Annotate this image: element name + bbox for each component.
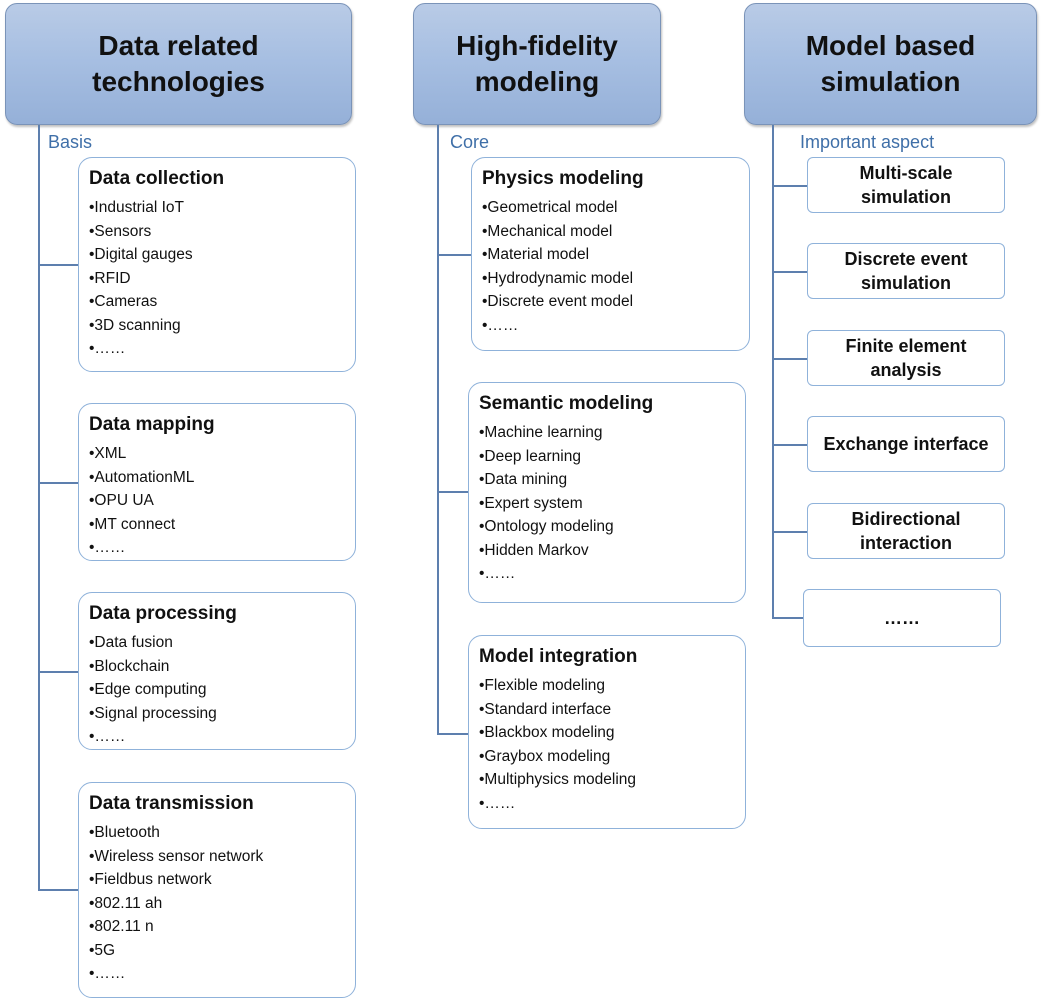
connector-branch	[772, 444, 808, 446]
list-item: •5G	[89, 941, 116, 959]
list-item: •Wireless sensor network	[89, 847, 264, 865]
box-finite-element-analysis: Finite element analysis	[807, 330, 1005, 386]
list-item: •……	[482, 316, 519, 334]
list-item: •Multiphysics modeling	[479, 771, 637, 788]
connector-trunk	[38, 125, 40, 891]
list-item: •Geometrical model	[482, 199, 618, 216]
list-item: •802.11 n	[89, 918, 154, 935]
list-item: •Expert system	[479, 494, 583, 512]
list-item: •Signal processing	[89, 704, 217, 722]
card-model-integration: Model integration •Flexible modeling •St…	[468, 635, 746, 829]
list-item: •Fieldbus network	[89, 871, 212, 888]
list-item: •Data mining	[479, 471, 568, 488]
list-item: •Sensors	[89, 222, 152, 240]
list-item: •Edge computing	[89, 681, 207, 698]
card-title: Data mapping	[89, 414, 215, 435]
card-data-processing: Data processing •Data fusion •Blockchain…	[78, 592, 356, 750]
header-data-related-technologies: Data related technologies	[5, 3, 352, 125]
list-item: •……	[479, 794, 516, 812]
connector-branch	[437, 733, 469, 735]
list-item: •……	[479, 565, 516, 582]
list-item: •Material model	[482, 246, 590, 263]
connector-branch	[38, 889, 80, 891]
list-item: •Discrete event model	[482, 293, 634, 310]
list-item: •Industrial IoT	[89, 199, 185, 216]
card-title: Data collection	[89, 168, 225, 189]
list-item: •Hydrodynamic model	[482, 269, 634, 287]
list-item: •Deep learning	[479, 447, 581, 465]
box-ellipsis: ……	[803, 589, 1001, 647]
list-item: •Standard interface	[479, 700, 612, 718]
connector-branch	[38, 671, 80, 673]
list-item: •……	[89, 340, 126, 357]
card-title: Data transmission	[89, 793, 254, 814]
header-high-fidelity-modeling: High-fidelity modeling	[413, 3, 661, 125]
tag-basis: Basis	[48, 132, 93, 152]
connector-branch	[772, 531, 808, 533]
list-item: •802.11 ah	[89, 894, 163, 912]
list-item: •Mechanical model	[482, 222, 613, 240]
box-multi-scale-simulation: Multi-scale simulation	[807, 157, 1005, 213]
list-item: •Ontology modeling	[479, 518, 614, 535]
list-item: •Graybox modeling	[479, 747, 611, 765]
list-item: •OPU UA	[89, 492, 154, 509]
connector-branch	[772, 271, 808, 273]
box-exchange-interface: Exchange interface	[807, 416, 1005, 472]
card-semantic-modeling: Semantic modeling •Machine learning •Dee…	[468, 382, 746, 603]
box-discrete-event-simulation: Discrete event simulation	[807, 243, 1005, 299]
card-title: Physics modeling	[482, 168, 644, 189]
list-item: •Blockchain	[89, 657, 170, 675]
card-data-transmission: Data transmission •Bluetooth •Wireless s…	[78, 782, 356, 998]
list-item: •3D scanning	[89, 316, 181, 334]
connector-branch	[38, 482, 80, 484]
card-physics-modeling: Physics modeling •Geometrical model •Mec…	[471, 157, 750, 351]
connector-trunk	[772, 125, 774, 619]
tag-important-aspect: Important aspect	[800, 132, 935, 152]
list-item: •Digital gauges	[89, 246, 193, 263]
header-model-based-simulation: Model based simulation	[744, 3, 1037, 125]
connector-branch	[437, 254, 472, 256]
connector-branch	[38, 264, 80, 266]
card-title: Data processing	[89, 603, 237, 624]
list-item: •AutomationML	[89, 468, 195, 486]
list-item: •……	[89, 539, 126, 556]
connector-branch	[437, 491, 469, 493]
card-title: Model integration	[479, 646, 638, 667]
tag-core: Core	[450, 132, 490, 152]
list-item: •Hidden Markov	[479, 541, 589, 559]
connector-branch	[772, 617, 804, 619]
list-item: •Flexible modeling	[479, 677, 606, 694]
box-bidirectional-interaction: Bidirectional interaction	[807, 503, 1005, 559]
connector-branch	[772, 185, 808, 187]
list-item: •RFID	[89, 269, 131, 287]
list-item: •Machine learning	[479, 424, 603, 441]
list-item: •Blackbox modeling	[479, 724, 615, 741]
card-title: Semantic modeling	[479, 393, 654, 414]
list-item: •MT connect	[89, 515, 176, 533]
list-item: •……	[89, 965, 126, 982]
list-item: •Data fusion	[89, 634, 173, 651]
card-data-mapping: Data mapping •XML •AutomationML •OPU UA …	[78, 403, 356, 561]
list-item: •XML	[89, 445, 127, 462]
list-item: •Cameras	[89, 293, 158, 310]
connector-trunk	[437, 125, 439, 735]
list-item: •Bluetooth	[89, 824, 160, 841]
card-data-collection: Data collection •Industrial IoT •Sensors…	[78, 157, 356, 372]
list-item: •……	[89, 728, 126, 745]
connector-branch	[772, 358, 808, 360]
